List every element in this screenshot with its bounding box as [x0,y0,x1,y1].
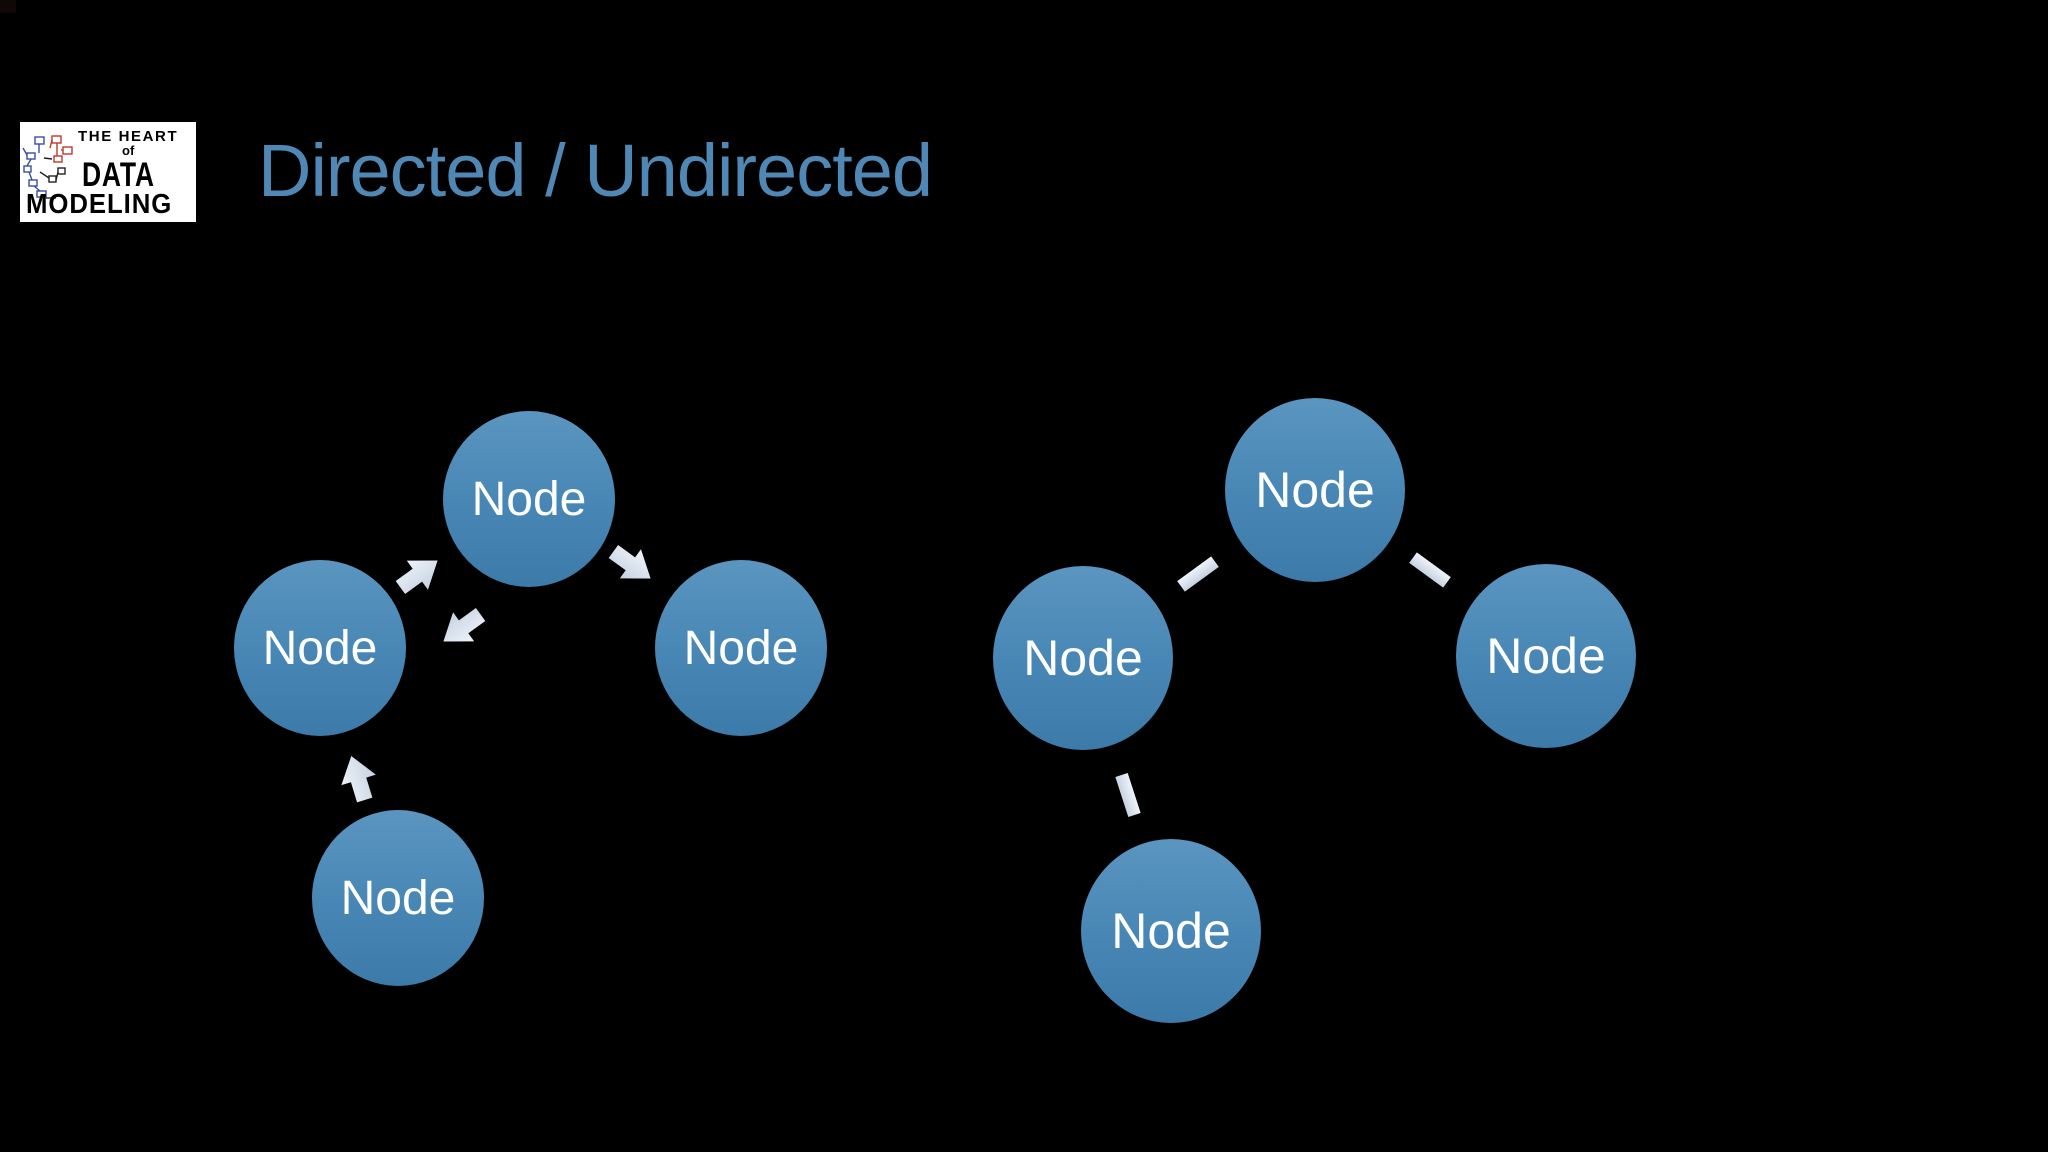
edge-left-bottom-line [1115,773,1141,817]
undirected-node-top: Node [1225,398,1405,582]
logo-line-data: DATA [82,156,155,194]
logo-line-the-heart: THE HEART [78,128,179,145]
directed-node-left: Node [234,560,406,736]
undirected-node-bottom: Node [1081,839,1261,1023]
logo-er-diagram-icon [22,135,73,199]
edge-top-right-line [1409,552,1451,588]
arrow-left-to-top-icon [395,560,438,594]
arrow-top-to-left-icon [443,608,486,642]
corner-artifact [0,0,16,13]
logo-line-modeling: MODELING [26,188,173,219]
directed-node-top: Node [443,411,615,587]
undirected-node-left: Node [993,566,1173,750]
arrow-bottom-to-left-icon [341,756,376,803]
logo-line-of: of [122,143,135,158]
arrow-top-to-right-icon [608,545,651,579]
directed-node-bottom: Node [312,810,484,986]
directed-node-right: Node [655,560,827,736]
logo-heart-of-data-modeling: THE HEART of DATA MODELING [20,122,196,222]
edge-left-top-line [1177,556,1219,592]
slide-title: Directed / Undirected [258,129,933,212]
undirected-node-right: Node [1456,564,1636,748]
